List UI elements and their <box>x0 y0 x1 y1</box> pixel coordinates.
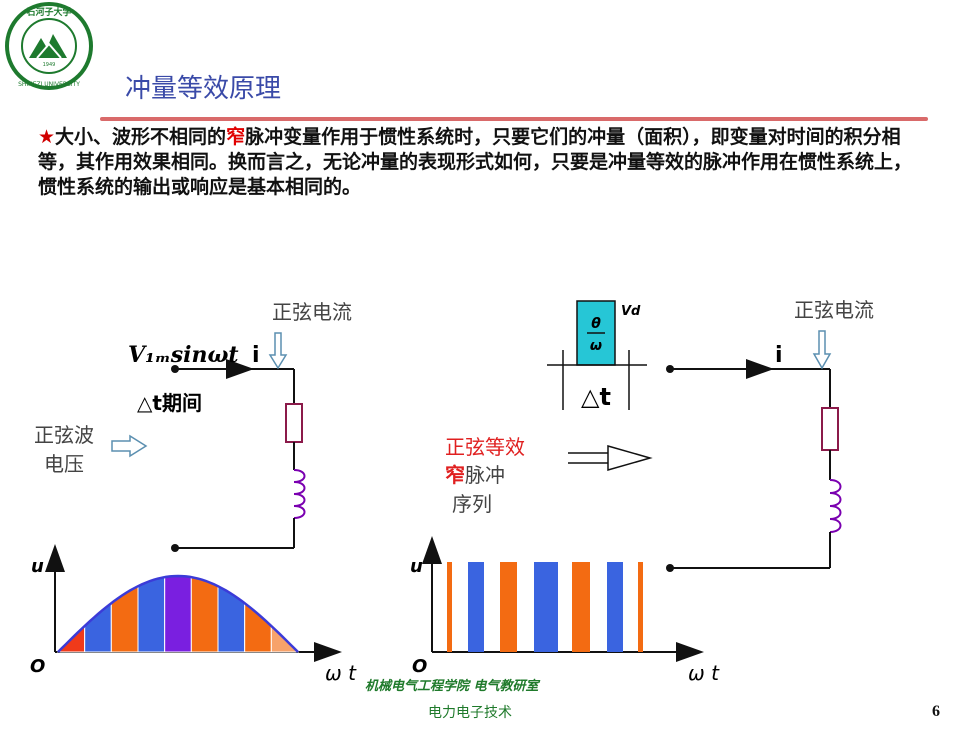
pulse-bar <box>500 562 517 652</box>
pulse-symbol: θ ω Vd △t <box>547 300 647 411</box>
pulse-bar <box>534 562 558 652</box>
input-label-line2: 电压 <box>44 452 84 476</box>
sine-curve <box>57 574 299 653</box>
left-circuit <box>111 332 306 552</box>
equiv-highlight: 窄 <box>445 463 465 487</box>
pulse-bar <box>638 562 643 652</box>
paragraph-highlight: 窄 <box>226 126 246 148</box>
right-circuit <box>666 330 842 572</box>
left-origin-label: O <box>30 656 45 677</box>
pulse-bottom-symbol: ω <box>590 338 602 354</box>
right-origin-label: O <box>412 656 427 677</box>
voltage-expression: V₁ₘsinωt <box>128 342 239 368</box>
left-resistor <box>285 403 303 443</box>
input-label-line1: 正弦波 <box>34 423 94 447</box>
footer-school: 机械电气工程学院 电气教研室 <box>365 679 539 694</box>
title-rule <box>100 117 928 121</box>
pulse-top-symbol: θ <box>591 316 601 332</box>
logo-text-top: 石河子大学 <box>25 6 71 18</box>
pulse-bar <box>572 562 590 652</box>
right-pulse-chart <box>422 536 704 662</box>
right-y-axis-label: u <box>410 556 423 577</box>
sine-strip <box>137 576 166 653</box>
sine-strip <box>217 585 246 653</box>
equiv-label-line3: 序列 <box>452 492 492 516</box>
pulse-vd-label: Vd <box>621 304 641 319</box>
page-number: 6 <box>932 703 940 720</box>
pulse-bars <box>447 562 643 652</box>
equivalence-arrow-icon <box>568 445 653 471</box>
right-current-label: 正弦电流 <box>794 298 874 322</box>
star-icon: ★ <box>38 126 56 148</box>
logo-year: 1949 <box>43 62 56 68</box>
pulse-bar <box>468 562 484 652</box>
right-x-axis-label: ω t <box>688 661 720 685</box>
sine-strip <box>110 585 139 653</box>
period-label: △t期间 <box>137 391 202 415</box>
left-current-label: 正弦电流 <box>272 300 352 324</box>
equiv-label-line1: 正弦等效 <box>445 435 525 459</box>
right-current-symbol: i <box>775 343 783 368</box>
sine-strip <box>244 602 272 653</box>
left-y-axis-label: u <box>31 556 44 577</box>
left-current-symbol: i <box>252 343 260 368</box>
sine-strip <box>84 602 112 653</box>
left-x-axis-label: ω t <box>325 661 357 685</box>
paragraph-part2: 脉冲变量作用于惯性系统时，只要它们的冲量（面积），即变量对时间的积分相等，其作用… <box>38 126 913 198</box>
paragraph-part1: 大小、波形不相同的 <box>55 126 227 148</box>
delta-t-label: △t <box>581 383 611 411</box>
principle-paragraph: ★大小、波形不相同的窄脉冲变量作用于惯性系统时，只要它们的冲量（面积），即变量对… <box>38 125 928 200</box>
pulse-bar <box>447 562 452 652</box>
left-inductor <box>293 469 306 519</box>
equiv-line2-rest: 脉冲 <box>465 463 505 487</box>
logo-text-bottom: SHIHEZI UNIVERSITY <box>18 81 80 88</box>
sine-strip <box>190 576 219 653</box>
input-right-arrow-icon <box>111 434 148 458</box>
slide-title: 冲量等效原理 <box>125 74 282 104</box>
right-inductor <box>829 479 842 533</box>
pulse-bar <box>607 562 623 652</box>
sine-strips <box>56 575 300 653</box>
university-logo: 石河子大学 SHIHEZI UNIVERSITY 1949 <box>5 2 93 90</box>
footer-course: 电力电子技术 <box>428 705 512 721</box>
right-current-down-arrow-icon <box>812 330 832 370</box>
right-resistor <box>821 407 839 451</box>
equiv-label-line2: 窄脉冲 <box>445 459 505 488</box>
left-terminal-bottom <box>171 544 179 552</box>
sine-strip <box>164 575 192 653</box>
left-current-down-arrow-icon <box>268 332 288 370</box>
left-sine-chart <box>45 544 342 662</box>
